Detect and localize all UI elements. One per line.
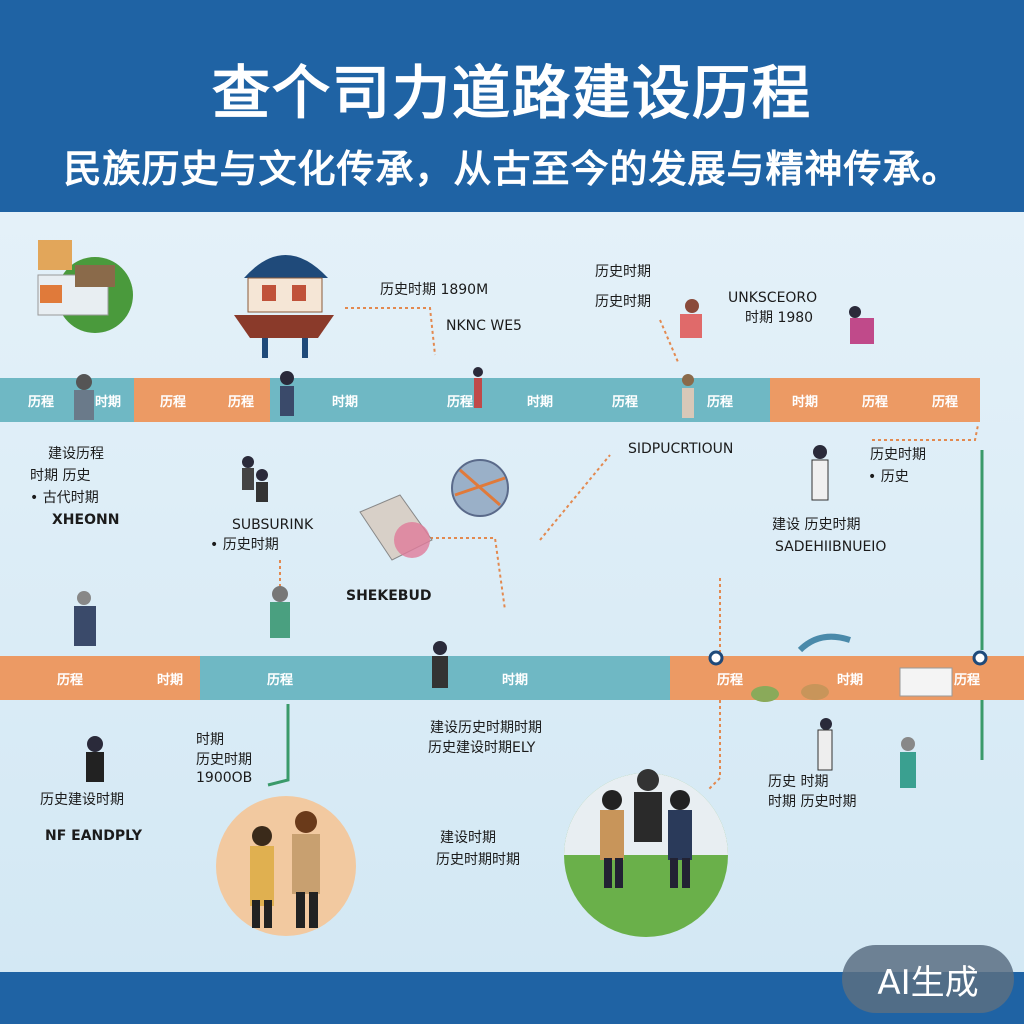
- connector-line: [539, 454, 611, 541]
- connector-line: [707, 700, 721, 791]
- annotation-label: 历史时期: [196, 752, 252, 768]
- timeline-segment: 历程: [134, 378, 212, 422]
- timeline-band-bottom: 历程 时期 历程 时期 历程 时期 历程: [0, 656, 1024, 700]
- connector-line: [659, 319, 679, 363]
- timeline-segment: 历程: [0, 656, 140, 700]
- workers-group-icon: [564, 769, 728, 937]
- annotation-label: 时期: [196, 732, 224, 748]
- annotation-label: SIDPUCRTIOUN: [628, 441, 734, 457]
- annotation-label: NF EANDPLY: [45, 828, 143, 844]
- annotation-label: 时期 1980: [745, 310, 814, 326]
- annotation-label: 建设时期: [440, 830, 496, 846]
- annotation-label: • 历史: [868, 469, 909, 485]
- annotation-label: 历史时期: [595, 294, 651, 310]
- timeline-marker: [708, 650, 988, 666]
- annotation-label: • 古代时期: [30, 490, 99, 506]
- timeline-segment: 历程: [200, 656, 360, 700]
- person-icon: [74, 299, 916, 788]
- annotation-label: SADEHIIBNUEIO: [775, 539, 887, 555]
- ai-generated-badge: AI生成: [842, 945, 1014, 1013]
- annotation-label: UNKSCEORO: [728, 290, 818, 306]
- annotation-label: SHEKEBUD: [346, 588, 432, 604]
- building-icon: [37, 240, 133, 333]
- annotation-label: 历史建设时期: [40, 792, 124, 808]
- annotation-label: 建设历程: [48, 446, 104, 462]
- annotation-label: 历史时期: [595, 264, 651, 280]
- connector-line: [430, 537, 506, 611]
- annotation-label: 历史时期 1890M: [380, 282, 489, 298]
- annotation-label: 历史时期时期: [436, 852, 520, 868]
- timeline-segment: 时期: [360, 656, 670, 700]
- timeline-segment: 时期: [270, 378, 420, 422]
- globe-icon: [451, 459, 509, 517]
- timeline-segment: 历程: [840, 378, 910, 422]
- annotation-label: 历史 时期: [768, 774, 829, 790]
- annotation-label: 历史建设时期ELY: [428, 740, 536, 756]
- connector-line: [872, 424, 979, 441]
- page-subtitle: 民族历史与文化传承，从古至今的发展与精神传承。: [63, 147, 961, 191]
- header-banner: 查个司力道路建设历程 民族历史与文化传承，从古至今的发展与精神传承。: [0, 0, 1024, 212]
- timeline-band-top: 历程 时期 历程 历程 时期 历程 时期 历程 历程 时期 历程 历程: [0, 378, 980, 422]
- annotation-label: NKNC WE5: [446, 318, 522, 334]
- annotation-label: 时期 历史时期: [768, 794, 857, 810]
- connector-line: [267, 704, 290, 787]
- timeline-segment: 历程: [580, 378, 670, 422]
- annotation-label: 历史时期: [870, 447, 926, 463]
- annotation-label: 1900OB: [196, 770, 253, 786]
- page-title: 查个司力道路建设历程: [211, 59, 812, 127]
- annotation-label: 建设历史时期时期: [430, 720, 542, 736]
- timeline-segment: 时期: [770, 378, 840, 422]
- timeline-segment: 历程: [0, 378, 82, 422]
- map-icon: [359, 494, 433, 561]
- annotation-label: XHEONN: [52, 512, 120, 528]
- connector-line: [345, 307, 436, 356]
- pavilion-icon: [234, 255, 334, 358]
- annotation-label: 时期 历史: [30, 468, 91, 484]
- timeline-segment: 历程: [420, 378, 500, 422]
- annotation-label: 建设 历史时期: [772, 517, 861, 533]
- timeline-segment: 时期: [500, 378, 580, 422]
- equipment-icon: [751, 633, 953, 702]
- annotation-label: SUBSURINK: [232, 517, 314, 533]
- people-group-icon: [216, 796, 356, 936]
- annotation-label: • 历史时期: [210, 537, 279, 553]
- timeline-segment: 历程: [212, 378, 270, 422]
- timeline-segment: 时期: [140, 656, 200, 700]
- timeline-segment: 历程: [910, 378, 980, 422]
